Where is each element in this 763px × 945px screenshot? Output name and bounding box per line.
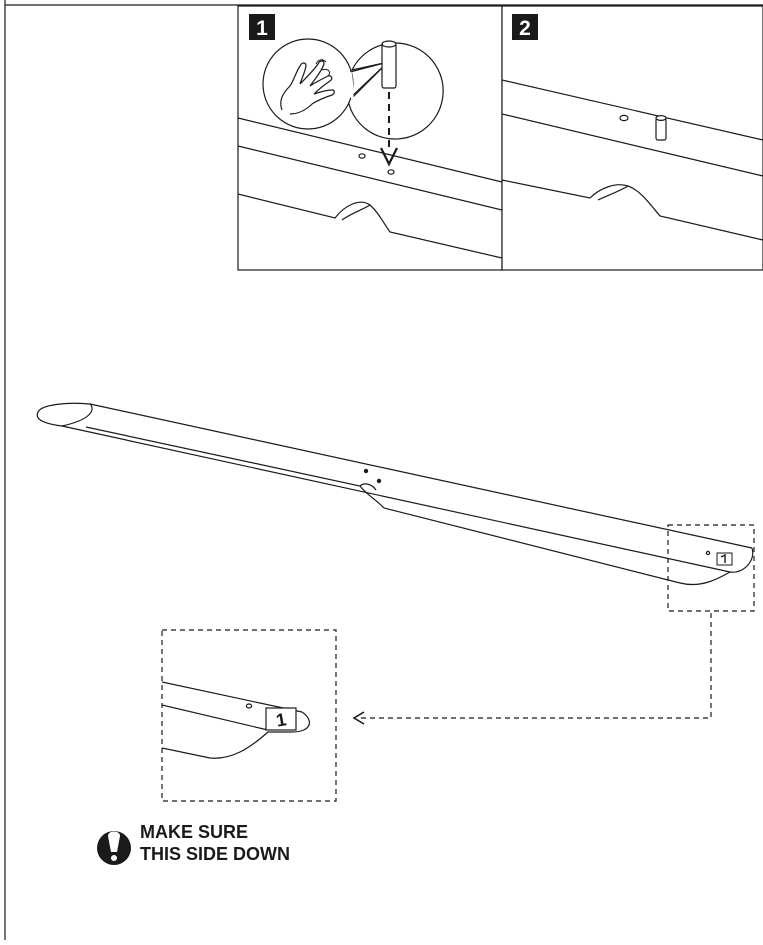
- step-2-number: 2: [519, 17, 531, 40]
- board-edge: [502, 79, 763, 141]
- hole: [619, 114, 629, 122]
- notch-inner: [597, 185, 629, 201]
- insert-arrow: [380, 92, 398, 167]
- board-edge: [238, 145, 502, 211]
- board-bottom-edge: [85, 426, 681, 584]
- board-edge: [502, 113, 763, 177]
- zoom-detail: 1: [161, 629, 337, 802]
- board-end-curve: [162, 711, 310, 759]
- warning-line-1: MAKE SURE: [140, 822, 248, 842]
- dashed-arrow-icon: [352, 613, 712, 725]
- notch-inner: [341, 204, 371, 221]
- board-right-end: [729, 547, 754, 573]
- step-2-panel: 2: [501, 5, 763, 271]
- hole: [376, 478, 382, 484]
- part-label-box: [265, 707, 297, 731]
- hole: [358, 153, 366, 159]
- step-1-badge: [249, 14, 275, 40]
- detail-highlight-box: [667, 524, 755, 612]
- main-board: [36, 402, 754, 586]
- warning-line-2: THIS SIDE DOWN: [140, 844, 290, 864]
- board-middle-edge: [61, 425, 731, 573]
- board-top-edge: [89, 403, 753, 549]
- warning-note: MAKE SURE THIS SIDE DOWN: [97, 822, 290, 865]
- hole: [705, 550, 711, 556]
- dowel-icon: [381, 40, 397, 89]
- part-label-small: [716, 552, 733, 566]
- hole: [363, 468, 369, 474]
- exclamation-icon: [97, 831, 131, 865]
- board-top-edge: [162, 681, 303, 713]
- dowel-icon: [655, 114, 667, 141]
- step-2-badge: [512, 14, 538, 40]
- board-edge: [238, 117, 502, 183]
- step-1-panel: 1: [237, 5, 503, 271]
- board-middle-edge: [162, 704, 269, 731]
- board-left-end: [36, 402, 91, 427]
- hole: [245, 703, 253, 709]
- step-1-number: 1: [256, 17, 268, 40]
- part-label: 1: [275, 709, 288, 730]
- hole: [387, 169, 395, 175]
- hand-pinch-icon: [262, 38, 444, 140]
